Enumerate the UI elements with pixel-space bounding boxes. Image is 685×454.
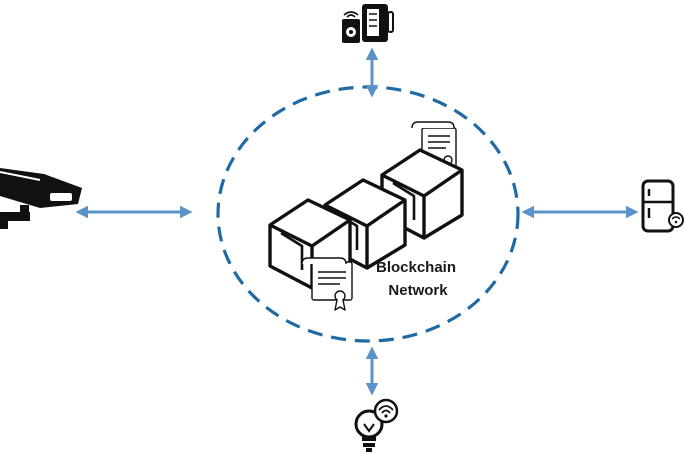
- smart-kettle-icon: [342, 4, 394, 43]
- network-label-line1: Blockchain: [376, 259, 456, 276]
- security-camera-icon: [0, 168, 82, 229]
- network-label-line2: Network: [388, 282, 448, 299]
- smart-fridge-icon: [641, 179, 684, 233]
- blockchain-cubes-icon: [268, 121, 464, 311]
- certificate-document-icon: [301, 257, 353, 311]
- smart-bulb-icon: [354, 398, 399, 452]
